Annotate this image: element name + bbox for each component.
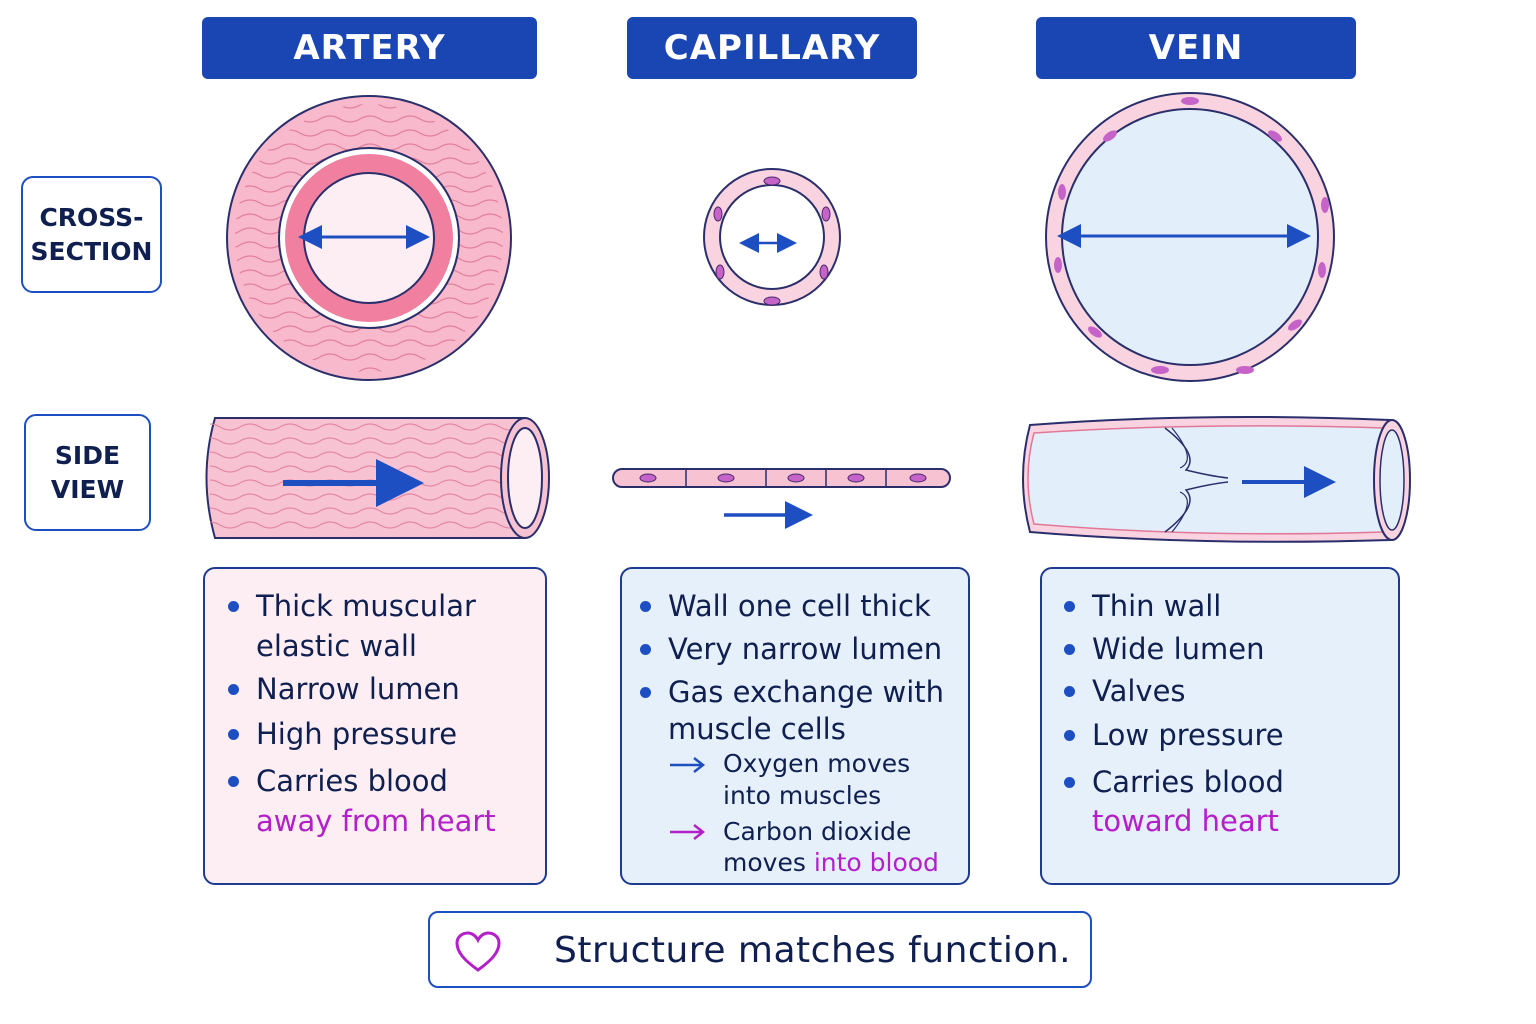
vein-fact-2: Wide lumen	[1092, 632, 1265, 666]
vessel-illustrations	[205, 92, 1411, 543]
vein-fact-1: Thin wall	[1092, 589, 1222, 623]
side-view-label-line2: VIEW	[50, 474, 125, 504]
artery-fact-4-highlight: away from heart	[256, 804, 496, 838]
arrow-right-icon	[670, 824, 706, 840]
side-view-label-line1: SIDE	[54, 440, 121, 470]
artery-fact-3: High pressure	[256, 717, 458, 751]
bullet-icon	[640, 644, 651, 655]
artery-fact-1-cont: elastic wall	[256, 629, 417, 663]
vein-facts-box: Thin wall Wide lumen Valves Low pressure…	[1040, 567, 1400, 885]
bullet-icon	[228, 776, 239, 787]
vein-fact-5-highlight: toward heart	[1092, 804, 1279, 838]
heart-outline-icon	[455, 931, 501, 972]
artery-fact-1: Thick muscular	[256, 589, 476, 623]
capillary-cross-section	[703, 168, 841, 306]
vein-fact-5: Carries blood	[1092, 765, 1284, 799]
bullet-icon	[1064, 644, 1075, 655]
bullet-icon	[228, 684, 239, 695]
co2-text: Carbon dioxide	[723, 817, 912, 846]
side-view-label: SIDE VIEW	[24, 414, 151, 531]
capillary-fact-2: Very narrow lumen	[668, 632, 943, 666]
bullet-icon	[640, 601, 651, 612]
bullet-icon	[228, 601, 239, 612]
artery-header: ARTERY	[202, 17, 537, 79]
cross-section-label: CROSS- SECTION	[21, 176, 162, 293]
bullet-icon	[1064, 730, 1075, 741]
bullet-icon	[1064, 686, 1075, 697]
capillary-fact-3: Gas exchange with	[668, 675, 945, 709]
capillary-fact-3-cont: muscle cells	[668, 712, 846, 746]
bullet-icon	[1064, 601, 1075, 612]
bullet-icon	[1064, 777, 1075, 788]
vein-header: VEIN	[1036, 17, 1356, 79]
oxygen-text: Oxygen moves	[723, 749, 911, 778]
capillary-header: CAPILLARY	[627, 17, 917, 79]
co2-text-line2: moves into blood	[723, 847, 939, 879]
artery-cross-section	[226, 95, 512, 381]
co2-highlight: into blood	[813, 848, 939, 877]
vein-fact-4: Low pressure	[1092, 718, 1284, 752]
oxygen-highlight: into muscles	[723, 781, 882, 810]
cross-section-label-line1: CROSS-	[39, 202, 144, 232]
bullet-icon	[228, 729, 239, 740]
vein-cross-section	[1045, 92, 1335, 382]
artery-fact-2: Narrow lumen	[256, 672, 460, 706]
summary-text: Structure matches function.	[554, 930, 1072, 971]
capillary-fact-1: Wall one cell thick	[668, 589, 931, 623]
vein-fact-3: Valves	[1092, 674, 1186, 708]
artery-fact-4: Carries blood	[256, 764, 448, 798]
artery-side-view	[205, 417, 550, 539]
arrow-right-icon	[670, 757, 706, 773]
cross-section-label-line2: SECTION	[30, 236, 153, 266]
capillary-side-view	[612, 468, 951, 529]
co2-moves: moves	[723, 848, 806, 877]
capillary-facts-box: Wall one cell thick Very narrow lumen Ga…	[620, 567, 970, 885]
vein-side-view	[1022, 415, 1411, 543]
artery-facts-box: Thick muscular elastic wall Narrow lumen…	[203, 567, 547, 885]
summary-footer: Structure matches function.	[428, 911, 1092, 988]
bullet-icon	[640, 687, 651, 698]
